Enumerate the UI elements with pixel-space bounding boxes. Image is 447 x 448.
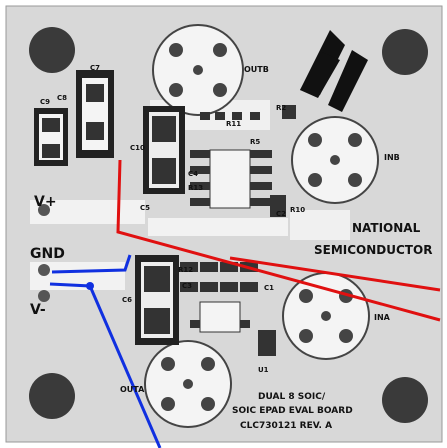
label-inb: INB [384,153,400,162]
label-gnd: GND [30,246,65,262]
label-vminus: V- [30,302,46,318]
mounting-hole-bottom-right [382,377,428,423]
mounting-holes [29,27,428,423]
refdes-r11: R11 [226,120,241,128]
refdes-c3: C3 [182,282,192,290]
sma-connector-inb [291,116,379,204]
refdes-r5: R5 [250,138,260,146]
label-title-line2: SOIC EPAD EVAL BOARD [232,406,353,416]
refdes-r2: R2 [276,104,286,112]
label-title-line1: DUAL 8 SOIC/ [258,392,326,402]
capacitor-c5-body [143,106,185,194]
probe-wires [49,159,441,448]
label-vplus: V+ [34,194,57,210]
national-semiconductor-logo [300,30,368,112]
refdes-c9: C9 [40,98,50,106]
probe-wire-red-2 [229,256,441,292]
refdes-c10: C10 [130,144,145,152]
refdes-c5: C5 [140,204,150,212]
label-brand-line2: SEMICONDUCTOR [314,243,432,257]
refdes-r10: R10 [290,206,305,214]
sma-connector-ina [282,272,370,360]
power-pads [38,204,94,302]
refdes-u1: U1 [258,366,269,374]
refdes-c7: C7 [90,64,100,72]
sma-connector-outa [144,340,232,428]
mounting-hole-top-right [382,29,428,75]
mounting-hole-top-left [29,27,75,73]
probe-wire-red [116,159,441,322]
refdes-r13: R13 [188,184,203,192]
capacitor-c6-body [135,255,179,345]
label-outa: OUTA [120,385,145,394]
label-outb: OUTB [244,65,269,74]
sma-connector-outb [152,24,244,116]
refdes-c1: C1 [264,284,274,292]
capacitor-c9-body [34,108,68,166]
label-brand-line1: NATIONAL [352,221,421,235]
refdes-c6: C6 [122,296,132,304]
mounting-hole-bottom-left [29,373,75,419]
refdes-r12: R12 [178,266,193,274]
refdes-c2: C2 [276,210,286,218]
label-ina: INA [374,313,391,322]
silkscreen-labels: V+ GND V- OUTB INB INA OUTA NATIONAL SEM… [30,64,432,431]
capacitor-c7-body [76,70,114,158]
probe-wire-blue-gnd [51,254,132,274]
probe-wire-blue [49,282,162,448]
smd-components [180,105,296,356]
refdes-c4: C4 [188,170,198,178]
label-title-line3: CLC730121 REV. A [240,421,332,431]
refdes-c8: C8 [57,94,67,102]
